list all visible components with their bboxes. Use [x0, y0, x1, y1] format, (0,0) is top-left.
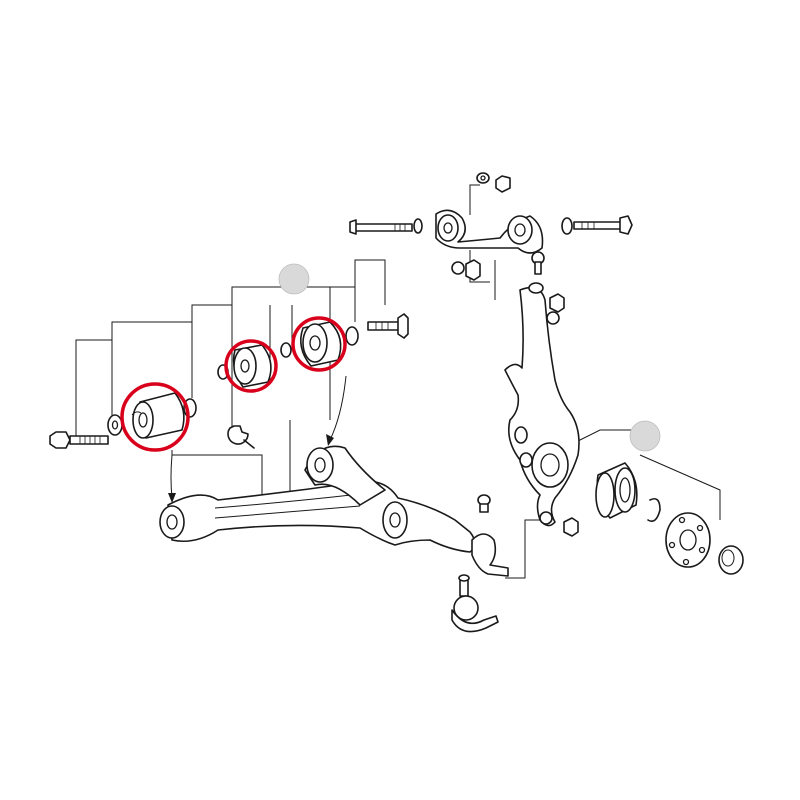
red-circle-front-bushing-b — [291, 316, 347, 372]
circlip — [647, 497, 661, 523]
arrows — [168, 375, 347, 503]
wrench-icon — [227, 425, 255, 449]
lower-arm-front-bolt — [367, 313, 409, 339]
wheel-bearing — [595, 462, 638, 519]
wheel-hub — [665, 512, 711, 568]
red-circle-rear-bushing — [120, 382, 190, 452]
red-circle-front-bushing-a — [224, 339, 278, 393]
steering-knuckle — [504, 282, 580, 537]
dust-cap — [718, 545, 744, 575]
leader-lines — [75, 184, 721, 579]
lower-arm-rear-bolt — [49, 431, 109, 449]
lower-ball-joint — [471, 494, 509, 577]
front-bushing-b — [300, 321, 359, 367]
ball-joint — [451, 574, 499, 633]
highlight-markers — [120, 316, 347, 452]
upper-control-arm — [349, 172, 633, 281]
callout-circle-hub — [629, 420, 661, 452]
callout-circle-lower-arm — [278, 263, 310, 295]
front-bushing-a — [217, 342, 292, 388]
lower-control-arm — [159, 445, 476, 553]
rear-bushing — [131, 392, 185, 439]
